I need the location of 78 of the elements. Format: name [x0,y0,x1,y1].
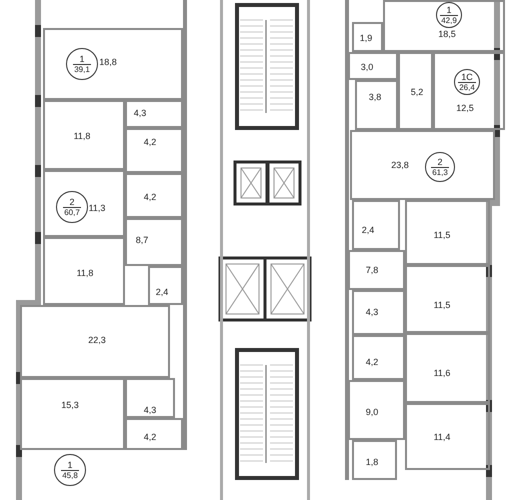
room [405,333,490,403]
room-area: 4,3 [366,307,378,317]
room-area: 23,8 [391,160,409,170]
room-area: 9,0 [366,407,378,417]
room-count: 2 [437,156,442,166]
apartment-badge [66,48,98,80]
room-area: 1,8 [366,457,378,467]
room-area: 11,3 [88,203,106,213]
room-area: 18,8 [99,57,117,67]
room-area: 11,4 [434,432,450,442]
room [352,335,405,380]
room-area: 11,5 [434,300,450,310]
room [125,378,175,418]
room [43,237,125,305]
room-count: 1 [79,54,84,64]
apartment-badge [56,191,88,223]
room [125,173,183,218]
room [125,100,183,128]
room-area: 4,2 [144,432,156,442]
apartment-area: 60,7 [63,206,81,218]
room-area: 12,5 [456,103,474,113]
apartment-badge [54,454,86,486]
apartment-badge [436,2,462,28]
room [405,200,490,265]
room-area: 4,3 [134,108,146,118]
room-area: 3,0 [360,62,374,72]
apartment-area: 39,1 [73,64,91,74]
room [348,52,398,80]
room [43,100,125,170]
apartment-area: 61,3 [431,166,449,178]
room [433,52,505,130]
room [20,378,125,450]
room [352,200,400,250]
room-count: 2 [69,196,74,206]
room-count: 1C [461,72,473,82]
room-area: 4,3 [144,405,156,415]
room [125,418,183,450]
room [348,380,405,440]
apartment-badge [454,69,480,95]
room-area: 1,9 [360,33,372,43]
apartment-area: 42,9 [440,14,458,26]
room-area: 22,3 [88,335,106,345]
room-area: 11,6 [434,368,450,378]
room [352,290,405,335]
room-count: 1 [67,460,72,470]
room-count: 1 [446,4,452,14]
room [43,28,183,100]
room [350,130,495,200]
room-area: 4,2 [144,137,156,147]
apartment-badge [425,152,455,182]
room [352,440,397,480]
room-area: 11,5 [434,230,450,240]
room [348,250,405,290]
room [398,52,433,130]
room [20,305,170,378]
room [405,265,490,333]
room [125,128,183,173]
room [405,403,490,470]
room-area: 4,2 [144,192,156,202]
room-area: 5,2 [410,87,424,97]
room-area: 4,2 [366,357,378,367]
room-area: 2,4 [156,287,168,297]
apartment-area: 45,8 [61,470,79,480]
room [125,218,183,266]
room-area: 11,8 [74,131,90,141]
room-area: 15,3 [61,400,79,410]
room-area: 8,7 [136,235,148,245]
room [352,22,383,52]
room-area: 18,5 [438,29,456,39]
room-area: 2,4 [362,225,374,235]
room-area: 3,8 [368,92,382,102]
room [355,80,398,130]
room [383,0,505,52]
room-area: 11,8 [76,268,94,278]
room [148,266,183,305]
room-area: 7,8 [366,265,378,275]
room [43,170,125,237]
apartment-area: 26,4 [458,82,476,92]
